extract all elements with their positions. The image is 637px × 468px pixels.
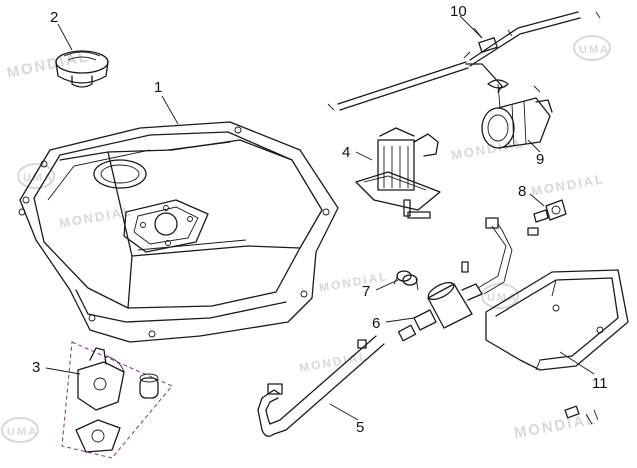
watermark-brand: MONDIAL bbox=[530, 171, 606, 199]
callout-3: 3 bbox=[32, 359, 40, 376]
callout-9: 9 bbox=[536, 151, 544, 168]
callout-6: 6 bbox=[372, 315, 380, 332]
fuel-pump-drawing bbox=[355, 127, 441, 219]
callout-5: 5 bbox=[356, 419, 364, 436]
watermark-brand: MONDIAL bbox=[5, 48, 91, 82]
svg-text:UMA: UMA bbox=[579, 44, 610, 56]
watermark-logo: UMA bbox=[573, 35, 611, 61]
leader-lines bbox=[45, 15, 595, 421]
callout-4: 4 bbox=[342, 144, 350, 161]
watermark-brand: MONDIAL bbox=[513, 411, 599, 442]
fuel-tank-drawing bbox=[18, 121, 339, 343]
vacuum-connector-drawing bbox=[527, 199, 567, 236]
hose-clamp-drawing bbox=[393, 270, 419, 291]
callout-2: 2 bbox=[50, 9, 58, 26]
fuel-cap-drawing bbox=[55, 50, 109, 88]
callout-labels: 2 1 3 4 5 6 7 8 9 10 11 bbox=[32, 3, 608, 436]
callout-10: 10 bbox=[450, 3, 467, 20]
fuel-hose-drawing bbox=[257, 335, 385, 437]
watermark-logo: UMA bbox=[1, 417, 39, 443]
svg-text:UMA: UMA bbox=[487, 292, 518, 304]
watermark-brand: MONDIAL bbox=[318, 269, 389, 295]
breather-hose-drawing bbox=[327, 11, 601, 111]
svg-text:UMA: UMA bbox=[7, 426, 38, 438]
callout-11: 11 bbox=[592, 375, 608, 392]
fuel-pump-kit-drawing bbox=[61, 341, 173, 459]
watermark-brand: MONDIAL bbox=[450, 135, 526, 163]
fuel-filter-drawing bbox=[397, 217, 513, 342]
callout-7: 7 bbox=[362, 283, 370, 300]
watermark-logo: UMA bbox=[17, 163, 55, 189]
watermark-layer: MONDIAL MONDIAL MONDIAL MONDIAL MONDIAL … bbox=[1, 35, 611, 443]
fuel-canister-drawing bbox=[481, 79, 553, 149]
callout-1: 1 bbox=[154, 79, 162, 96]
callout-8: 8 bbox=[518, 183, 526, 200]
svg-text:UMA: UMA bbox=[23, 172, 54, 184]
watermark-brand: MONDIAL bbox=[298, 349, 369, 375]
